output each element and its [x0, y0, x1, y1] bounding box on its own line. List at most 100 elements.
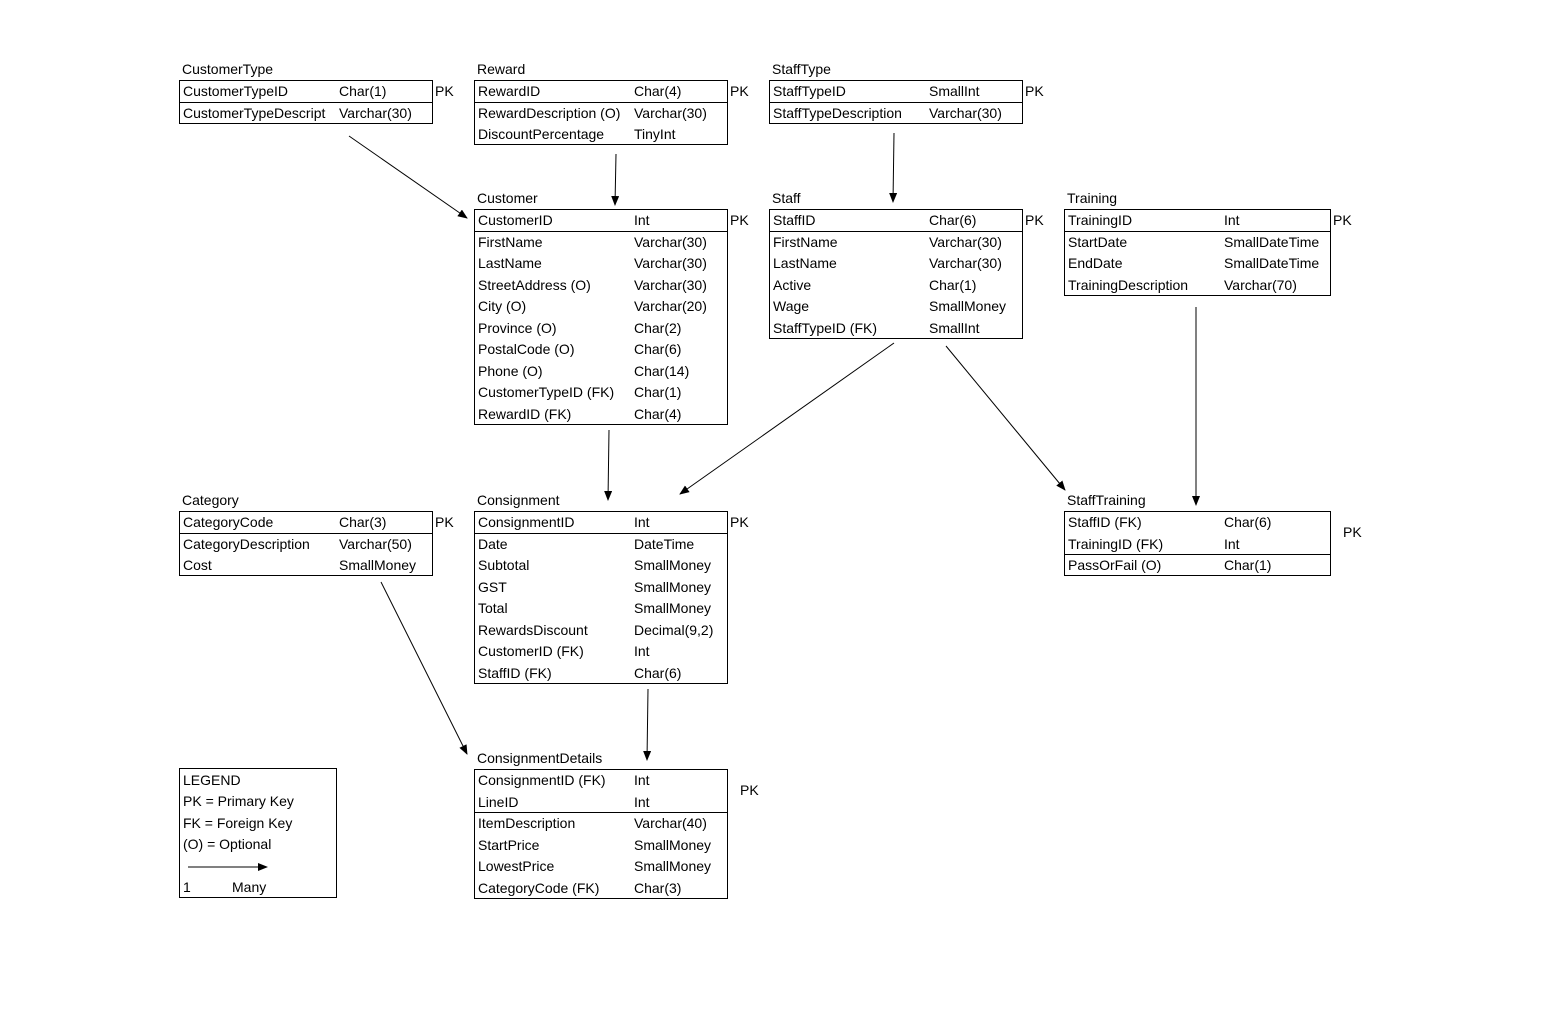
- legend: LEGEND PK = Primary Key FK = Foreign Key…: [179, 768, 337, 898]
- field-row: LastName Varchar(30): [475, 253, 727, 275]
- pk-label: PK: [435, 83, 454, 99]
- field-type: Varchar(30): [634, 276, 707, 293]
- rel-consignment-consignmentdetails: [643, 688, 652, 761]
- field-type: Char(1): [1224, 557, 1272, 573]
- field-type: Int: [1224, 212, 1240, 228]
- field-type: SmallMoney: [634, 858, 712, 874]
- field-type: SmallMoney: [929, 298, 1007, 314]
- field-type: Varchar(70): [1224, 276, 1297, 293]
- field-type: SmallMoney: [634, 578, 712, 595]
- field-row: StartPrice SmallMoney: [475, 835, 727, 857]
- field-row: PostalCode (O) Char(6): [475, 339, 727, 361]
- entity-title: Staff: [772, 190, 801, 206]
- rel-reward-customer: [611, 153, 620, 206]
- field-name: StreetAddress (O): [478, 276, 591, 293]
- field-type: Varchar(30): [634, 104, 707, 121]
- field-name: EndDate: [1068, 255, 1123, 271]
- rel-staff-consignment: [679, 342, 895, 495]
- legend-one: 1: [183, 879, 191, 895]
- field-row: Province (O) Char(2): [475, 318, 727, 340]
- field-type: Int: [1224, 535, 1240, 552]
- field-row: StaffTypeID (FK) SmallInt: [770, 318, 1022, 340]
- field-row: CustomerTypeID (FK) Char(1): [475, 382, 727, 404]
- field-name: RewardDescription (O): [478, 104, 621, 121]
- field-type: Int: [634, 793, 650, 810]
- field-row: ConsignmentID Int: [475, 512, 727, 534]
- field-type: SmallMoney: [634, 836, 712, 853]
- field-name: TrainingID: [1068, 212, 1133, 228]
- field-row: PassOrFail (O) Char(1): [1065, 555, 1330, 577]
- legend-pk: PK = Primary Key: [183, 793, 294, 809]
- field-type: TinyInt: [634, 126, 676, 142]
- field-row: StaffID (FK) Char(6): [475, 663, 727, 685]
- field-row: StreetAddress (O) Varchar(30): [475, 275, 727, 297]
- pk-label: PK: [730, 212, 749, 228]
- pk-label: PK: [1343, 524, 1362, 540]
- field-name: LowestPrice: [478, 858, 555, 874]
- field-name: Province (O): [478, 319, 557, 336]
- field-row: CustomerID Int: [475, 210, 727, 232]
- entity-title: Consignment: [477, 492, 560, 508]
- field-name: StartDate: [1068, 233, 1128, 250]
- field-row: LineID Int: [475, 792, 727, 814]
- field-name: TrainingID (FK): [1068, 535, 1164, 552]
- field-type: Char(14): [634, 362, 690, 379]
- field-name: StaffTypeID: [773, 83, 846, 99]
- field-row: LowestPrice SmallMoney: [475, 856, 727, 878]
- pk-label: PK: [1333, 212, 1352, 228]
- field-type: Int: [634, 514, 650, 530]
- rel-stafftype-staff: [889, 132, 898, 203]
- field-type: Varchar(20): [634, 298, 707, 314]
- pk-label: PK: [1025, 83, 1044, 99]
- legend-title: LEGEND: [183, 772, 241, 788]
- field-row: StaffID Char(6): [770, 210, 1022, 232]
- field-row: Date DateTime: [475, 534, 727, 556]
- field-name: City (O): [478, 298, 527, 314]
- field-name: CustomerTypeID: [183, 83, 289, 99]
- field-row: LastName Varchar(30): [770, 253, 1022, 275]
- field-name: ConsignmentID (FK): [478, 772, 606, 788]
- field-name: RewardsDiscount: [478, 621, 588, 638]
- field-type: Varchar(50): [339, 535, 412, 552]
- field-name: PassOrFail (O): [1068, 557, 1162, 573]
- field-row: CustomerTypeDescript Varchar(30): [180, 103, 432, 125]
- entity-title: Reward: [477, 61, 526, 77]
- field-row: CustomerTypeID Char(1): [180, 81, 432, 103]
- field-name: ConsignmentID: [478, 514, 575, 530]
- field-name: CustomerID: [478, 212, 553, 228]
- field-name: LineID: [478, 793, 519, 810]
- field-name: StaffID (FK): [1068, 514, 1142, 530]
- legend-arrow-icon: [188, 863, 268, 871]
- field-row: GST SmallMoney: [475, 577, 727, 599]
- rel-customer-consignment: [604, 429, 613, 501]
- legend-fk: FK = Foreign Key: [183, 815, 293, 831]
- entity-title: Category: [182, 492, 239, 508]
- field-name: RewardID (FK): [478, 405, 572, 422]
- field-type: SmallInt: [929, 319, 980, 336]
- field-type: Int: [634, 772, 650, 788]
- field-row: RewardID (FK) Char(4): [475, 404, 727, 426]
- field-type: DateTime: [634, 535, 695, 552]
- field-row: Phone (O) Char(14): [475, 361, 727, 383]
- field-type: SmallMoney: [339, 557, 417, 573]
- field-name: GST: [478, 578, 507, 595]
- entity-title: Training: [1067, 190, 1118, 206]
- field-type: Varchar(30): [929, 233, 1002, 250]
- field-row: CategoryCode Char(3): [180, 512, 432, 534]
- field-type: Varchar(30): [339, 104, 412, 121]
- field-type: Char(1): [929, 276, 977, 293]
- field-row: ConsignmentID (FK) Int: [475, 770, 727, 792]
- pk-label: PK: [435, 514, 454, 530]
- pk-label: PK: [730, 514, 749, 530]
- field-name: FirstName: [478, 233, 543, 250]
- field-row: TrainingDescription Varchar(70): [1065, 275, 1330, 297]
- field-name: CustomerID (FK): [478, 643, 584, 659]
- field-type: SmallMoney: [634, 600, 712, 616]
- field-type: SmallInt: [929, 83, 980, 99]
- field-row: CategoryDescription Varchar(50): [180, 534, 432, 556]
- field-name: CustomerTypeDescript: [183, 104, 326, 121]
- field-name: StaffTypeID (FK): [773, 319, 877, 336]
- rel-customertype-customer: [348, 135, 468, 219]
- entity-title: StaffType: [772, 61, 831, 77]
